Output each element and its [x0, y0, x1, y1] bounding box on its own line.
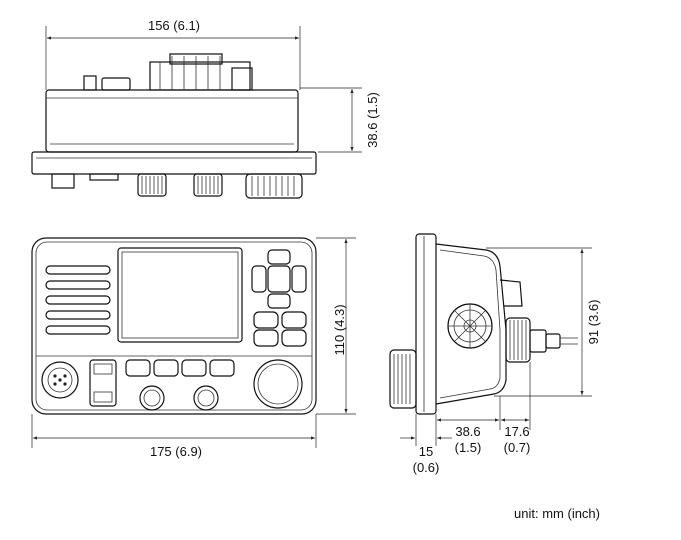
key — [253, 311, 279, 329]
heatsink — [149, 61, 251, 91]
key — [253, 329, 279, 347]
top-body — [45, 89, 299, 153]
front-height-label: 110 (4.3) — [332, 304, 347, 355]
channel-dial — [253, 359, 303, 409]
side-connector-mm-label: 17.6 — [504, 424, 529, 439]
side-knob-in-label: (0.6) — [413, 460, 440, 475]
top-view: 156 (6.1) 38.6 (1.5) — [31, 18, 380, 199]
squelch-knob — [193, 385, 219, 411]
distress-cover — [89, 359, 117, 407]
key-center — [267, 265, 291, 293]
unit-note: unit: mm (inch) — [514, 506, 600, 521]
front-width-label: 175 (6.9) — [150, 444, 202, 459]
side-view: 91 (3.6) 15 (0.6) 38.6 (1.5) 17.6 (0.7) — [389, 233, 601, 475]
key-down — [267, 293, 291, 309]
lcd-display — [117, 247, 243, 343]
side-connector-in-label: (0.7) — [504, 440, 531, 455]
speaker-grille — [45, 265, 111, 335]
side-depth-in-label: (1.5) — [455, 440, 482, 455]
top-connector — [83, 75, 97, 91]
top-knob-left — [137, 173, 167, 197]
top-connector — [101, 77, 131, 91]
side-connector — [505, 317, 578, 363]
top-clip — [89, 173, 119, 181]
side-front-plate — [415, 233, 437, 415]
key — [281, 329, 307, 347]
side-fan — [499, 279, 523, 307]
side-knob — [389, 349, 417, 409]
mic-connector — [41, 361, 79, 399]
bracket-knob — [447, 303, 493, 349]
side-height-label: 91 (3.6) — [586, 300, 601, 345]
key-left — [251, 265, 267, 293]
key — [281, 311, 307, 329]
front-view: 110 (4.3) 175 (6.9) — [31, 237, 356, 459]
side-depth-mm-label: 38.6 — [455, 424, 480, 439]
soft-keys — [125, 359, 235, 377]
top-height-label: 38.6 (1.5) — [365, 92, 380, 148]
key-up — [267, 249, 291, 265]
front-body — [31, 237, 317, 415]
front-flange — [31, 151, 317, 175]
key-right — [291, 265, 307, 293]
top-knob-middle — [193, 173, 223, 197]
top-width-label: 156 (6.1) — [148, 18, 200, 33]
top-knob-large — [245, 173, 303, 199]
top-mic-jack — [51, 173, 75, 189]
side-knob-mm-label: 15 — [419, 444, 433, 459]
volume-knob — [139, 385, 165, 411]
navigation-keypad — [251, 249, 307, 347]
